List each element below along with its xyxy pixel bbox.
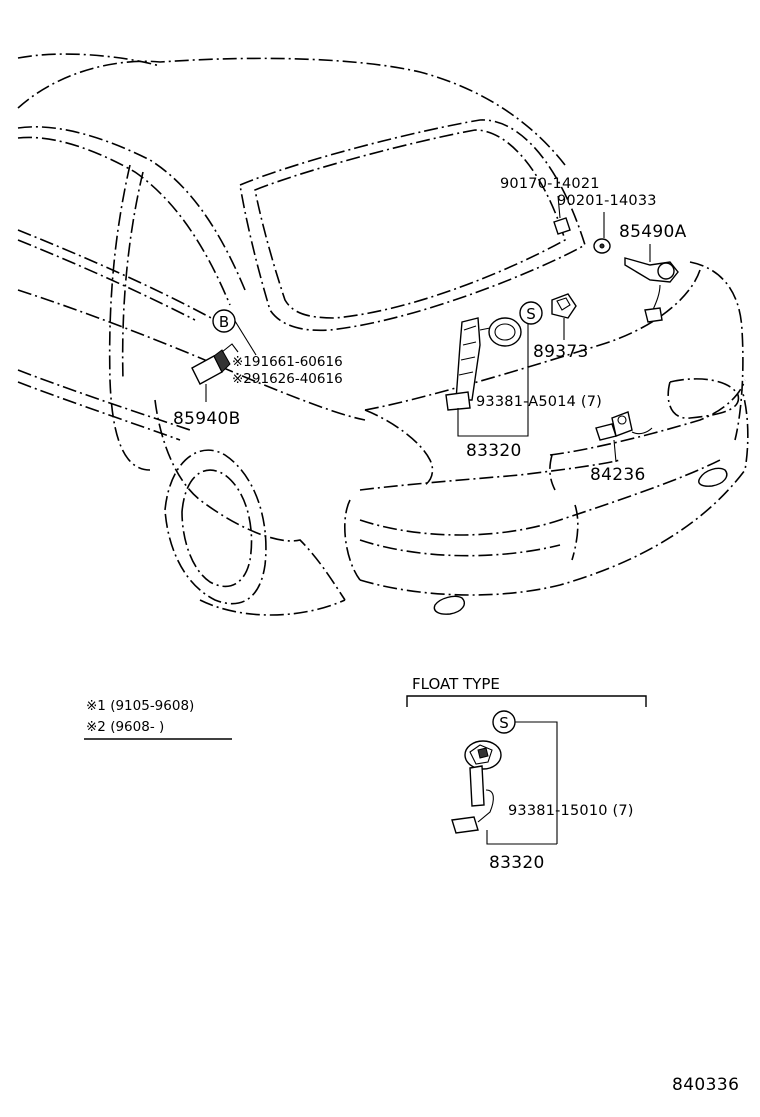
bracket-83320-top <box>457 408 529 437</box>
label-83320-top: 83320 <box>466 441 522 461</box>
label-89373: 89373 <box>533 342 589 362</box>
bracket-83320-float <box>486 830 557 845</box>
label-91661-60616: ※191661-60616 <box>232 354 343 370</box>
part-85490a-sender <box>624 244 679 323</box>
part-84236-switch <box>595 411 653 463</box>
label-91626-40616: ※291626-40616 <box>232 371 343 387</box>
label-83320-float: 83320 <box>489 853 545 873</box>
s-circle-label-float: S <box>499 714 509 732</box>
b-circle-symbol: B <box>212 309 257 356</box>
legend-line-1: ※1 (9105-9608) <box>86 698 194 714</box>
label-93381-15010: 93381-15010 (7) <box>508 803 634 819</box>
part-83320-float-pump <box>451 740 502 834</box>
float-type-title: FLOAT TYPE <box>412 675 500 693</box>
label-90170-14021: 90170-14021 <box>500 176 600 192</box>
car-body-outline <box>17 53 749 616</box>
float-type-section: FLOAT TYPE S 93381-15010 (7) 83320 <box>406 675 647 873</box>
s-circle-symbol-float: S <box>492 710 558 844</box>
part-89373-connector <box>551 293 577 340</box>
leader-s-float <box>515 721 558 844</box>
s-circle-symbol-top: S <box>519 301 543 418</box>
legend-line-2: ※2 (9608- ) <box>86 719 164 735</box>
float-type-bracket <box>406 695 647 707</box>
s-circle-label-top: S <box>526 305 536 323</box>
legend: ※1 (9105-9608) ※2 (9608- ) <box>84 698 232 740</box>
diagram-ref-number: 840336 <box>672 1075 739 1095</box>
label-85940b: 85940B <box>173 409 241 429</box>
part-85940b-sensor <box>191 343 239 402</box>
label-93381-a5014: 93381-A5014 (7) <box>476 394 602 410</box>
part-90201-washer <box>593 212 611 254</box>
label-85490a: 85490A <box>619 222 687 242</box>
part-83320-fuel-pump-top <box>445 317 522 411</box>
b-circle-label: B <box>219 313 229 331</box>
part-90170-grommet <box>553 195 571 235</box>
label-90201-14033: 90201-14033 <box>557 193 657 209</box>
label-84236: 84236 <box>590 465 646 485</box>
